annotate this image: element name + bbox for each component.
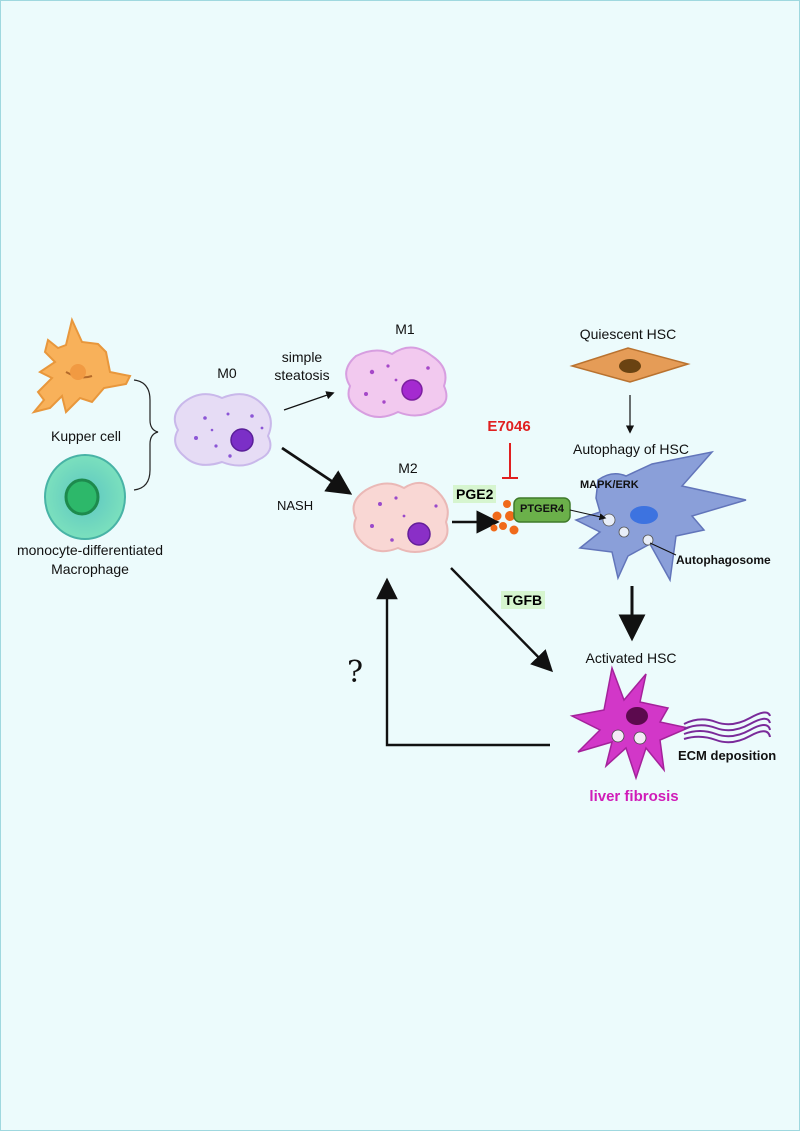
activated-hsc bbox=[569, 665, 691, 781]
m1-cell bbox=[345, 346, 448, 418]
autophagosome-pointer bbox=[649, 542, 677, 556]
m2-label: M2 bbox=[398, 460, 418, 476]
quiescent-hsc bbox=[569, 347, 691, 383]
macrophage-label-line2: Macrophage bbox=[51, 561, 129, 577]
simple-label: simple bbox=[281, 349, 323, 365]
ecm-fibers bbox=[683, 711, 771, 744]
mapk-erk-label: MAPK/ERK bbox=[580, 479, 639, 491]
m0-cell bbox=[173, 393, 272, 467]
e7046-label: E7046 bbox=[487, 418, 531, 435]
kupffer-cell bbox=[31, 316, 132, 414]
autophagy-hsc bbox=[574, 450, 747, 583]
question-mark: ? bbox=[347, 655, 364, 690]
kupffer-label: Kupper cell bbox=[50, 428, 122, 444]
brace bbox=[133, 379, 159, 491]
pge2-dots bbox=[490, 500, 519, 535]
arrow-m2-activated bbox=[450, 567, 554, 673]
macrophage-cell bbox=[44, 454, 126, 540]
steatosis-label: steatosis bbox=[274, 367, 330, 383]
quiescent-hsc-label: Quiescent HSC bbox=[579, 326, 677, 342]
arrow-m0-m2 bbox=[281, 446, 353, 495]
e7046-inhibition bbox=[502, 443, 518, 479]
feedback-arrow bbox=[376, 577, 550, 747]
m0-label: M0 bbox=[217, 365, 237, 381]
arrow-m0-m1 bbox=[283, 391, 335, 411]
nash-label: NASH bbox=[277, 498, 314, 513]
activated-hsc-label: Activated HSC bbox=[585, 650, 677, 666]
tgfb-label: TGFB bbox=[501, 591, 546, 609]
pge2-label: PGE2 bbox=[453, 485, 497, 503]
arrow-ptger4-hsc bbox=[569, 509, 607, 521]
liver-fibrosis-label: liver fibrosis bbox=[589, 788, 679, 805]
ptger4-label: PTGER4 bbox=[519, 503, 565, 515]
autophagosome-label: Autophagosome bbox=[676, 553, 771, 567]
ecm-deposition-label: ECM deposition bbox=[678, 748, 777, 763]
m1-label: M1 bbox=[395, 321, 415, 337]
macrophage-label-line1: monocyte-differentiated bbox=[16, 542, 164, 558]
m2-cell bbox=[352, 481, 449, 553]
autophagy-hsc-label: Autophagy of HSC bbox=[573, 441, 689, 457]
